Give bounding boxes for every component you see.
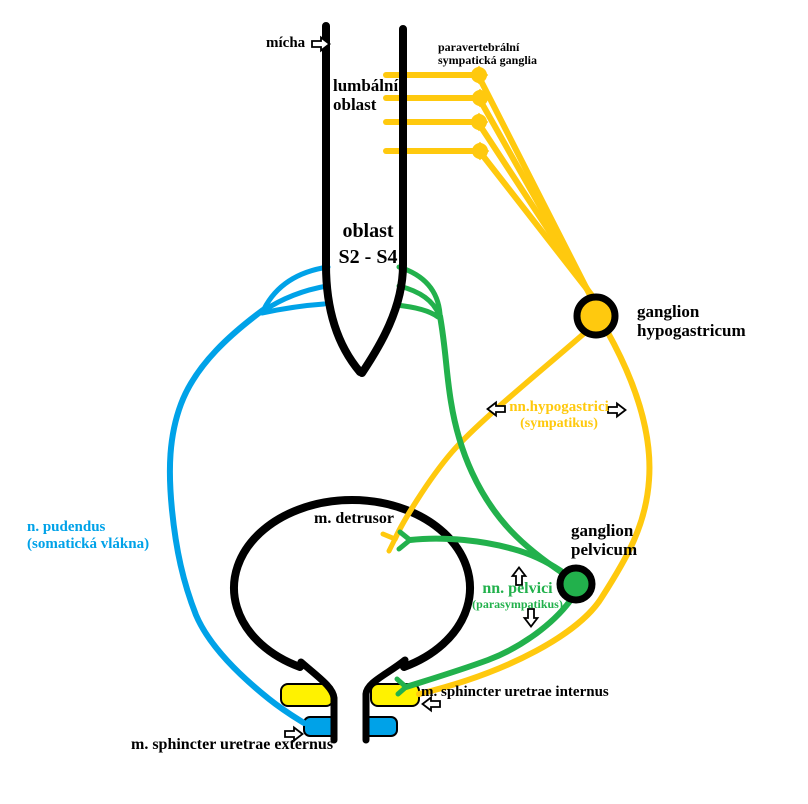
- pelvic-nerve-to-sphincter: [403, 598, 573, 690]
- paravertebral-ganglion-blob: [469, 65, 489, 85]
- label-line: paravertebrální: [438, 40, 520, 54]
- label-line: lumbální: [333, 76, 399, 95]
- label-line: hypogastricum: [637, 321, 746, 341]
- ganglion-pelvicum-circle: [556, 564, 596, 604]
- label-line: (parasympatikus): [472, 596, 563, 611]
- label-line: n. pudendus: [27, 519, 106, 535]
- hypogastric-nerve-to-detrusor: [392, 327, 591, 542]
- pudendal-nerve-root: [259, 301, 327, 316]
- label-line: nn. pelvici: [482, 580, 553, 597]
- sphincter-externus-label: m. sphincter uretrae externus: [131, 736, 334, 753]
- pelvic-nerve-root: [393, 302, 441, 320]
- sympathetic-chain-line: [477, 149, 600, 305]
- pudendal-nerve-path: [166, 307, 307, 726]
- ganglion-pelvicum-label: ganglion pelvicum: [571, 521, 637, 559]
- paravertebral-ganglion-blob: [469, 112, 489, 132]
- label-line: ganglion: [571, 521, 634, 540]
- pelvic-nerve-detrusor-fork: [396, 529, 413, 552]
- label-line: oblast: [342, 220, 394, 242]
- nn-hypogastrici-label: nn.hypogastrici (sympatikus): [500, 399, 618, 431]
- pelvic-pathways: [393, 264, 573, 697]
- paravertebral-ganglia-label: paravertebrální sympatická ganglia: [438, 40, 538, 68]
- sympathetic-pathways: [380, 72, 653, 697]
- spinal-cord: [322, 22, 407, 377]
- spinal-cord-label: mícha: [266, 35, 306, 51]
- pelvic-nerve-main: [437, 313, 567, 577]
- spinal-cord-right-wall: [358, 25, 407, 377]
- bladder-and-urethra: [230, 496, 474, 744]
- paravertebral-ganglion-blob: [470, 88, 490, 108]
- n-pudendus-label: n. pudendus (somatická vlákna): [27, 519, 149, 553]
- arrow-down-icon: [523, 608, 539, 628]
- pudendal-nerve-root: [261, 264, 331, 312]
- pudendal-pathway: [166, 264, 331, 726]
- hypogastric-nerve-sweep: [416, 328, 653, 697]
- lumbar-region-label: lumbální oblast: [333, 76, 398, 114]
- label-line: pelvicum: [571, 540, 638, 560]
- label-line: (somatická vlákna): [27, 535, 150, 552]
- paravertebral-ganglion-blob: [470, 141, 490, 161]
- label-line: (sympatikus): [520, 415, 598, 431]
- urethra-left-wall: [297, 658, 338, 744]
- label-line: nn.hypogastrici: [509, 399, 609, 415]
- hypogastric-nerve-detrusor-fork: [380, 531, 398, 554]
- sacral-region-label: oblast S2 - S4: [330, 218, 406, 270]
- pelvic-nerve-sphincter-fork: [394, 676, 409, 697]
- pelvic-nerve-to-detrusor: [407, 535, 564, 574]
- spinal-cord-left-wall: [322, 22, 364, 376]
- urethra-right-wall: [362, 656, 409, 744]
- m-detrusor-label: m. detrusor: [314, 510, 394, 527]
- label-line: sympatická ganglia: [438, 53, 538, 68]
- paravertebral-ganglia-blobs: [469, 65, 490, 161]
- ganglion-hypogastricum-label: ganglion hypogastricum: [637, 302, 746, 340]
- nn-pelvici-label: nn. pelvici (parasympatikus): [460, 580, 575, 611]
- label-line: S2 - S4: [338, 246, 398, 268]
- sphincter-internus-label: m. sphincter uretrae internus: [421, 684, 609, 700]
- bladder-outline: [230, 496, 474, 671]
- ganglion-hypogastricum-circle: [573, 293, 619, 339]
- label-line: ganglion: [637, 302, 700, 321]
- pudendal-nerve-root: [260, 283, 330, 314]
- label-line: oblast: [333, 95, 377, 115]
